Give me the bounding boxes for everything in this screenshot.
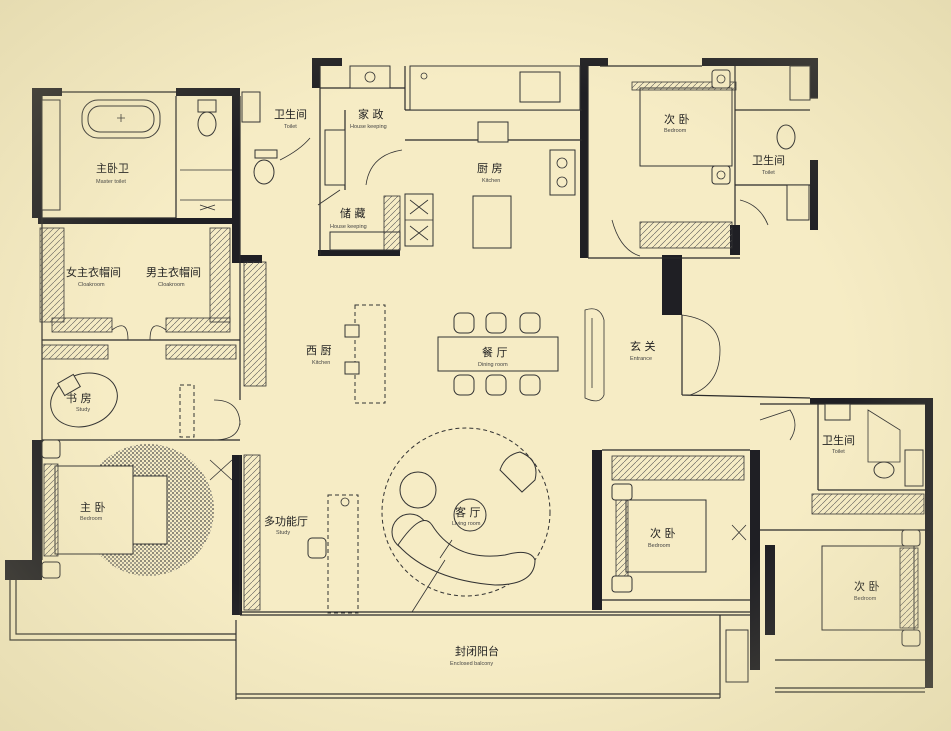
housekeeping-label: 家 政	[358, 107, 384, 121]
housekeeping-label-en: House keeping	[350, 124, 387, 130]
storage-label: 储 藏	[340, 206, 366, 220]
master-toilet-label: 主卧卫	[96, 162, 129, 175]
study-label-en: Study	[76, 407, 90, 413]
dining-label-en: Dining room	[478, 362, 508, 368]
cloakroom-fixtures	[39, 227, 237, 360]
multi-label: 多功能厅	[264, 514, 308, 528]
west-kitchen-label-en: Kitchen	[312, 360, 330, 366]
entrance-label: 玄 关	[630, 339, 656, 353]
toilet-a-label-en: Toilet	[284, 124, 297, 130]
entrance-fixtures	[584, 308, 721, 402]
master-toilet-fixtures	[41, 99, 232, 211]
master-bedroom-furniture	[41, 439, 233, 579]
entrance-label-en: Entrance	[630, 356, 652, 362]
cloak-m-label-en: Cloakroom	[158, 282, 185, 288]
toilet-ne-label-en: Toilet	[762, 170, 775, 176]
master-toilet-label-en: Master toilet	[96, 179, 126, 185]
west-kitchen-furniture	[243, 261, 386, 404]
toilet-a-fixtures	[241, 65, 391, 186]
bedroom-se-furniture	[725, 493, 925, 683]
exterior-walls	[5, 58, 933, 688]
bedroom-ne-furniture	[631, 65, 811, 249]
bedroom-s-label-en: Bedroom	[648, 543, 671, 549]
living-room-furniture	[381, 427, 551, 613]
dining-label: 餐 厅	[482, 345, 508, 359]
kitchen-label: 厨 房	[477, 162, 503, 175]
kitchen-label-en: Kitchen	[482, 178, 500, 184]
toilet-se-label-en: Toilet	[832, 449, 845, 455]
storage-label-en: House keeping	[330, 224, 367, 230]
toilet-se-label: 卫生间	[822, 433, 855, 447]
toilet-a-label: 卫生间	[274, 107, 307, 121]
bedroom-ne-label-en: Bedroom	[664, 128, 687, 134]
toilet-se-fixtures	[824, 403, 924, 487]
dining-table-set	[437, 312, 559, 396]
bedroom-ne-label: 次 卧	[664, 112, 690, 126]
storage-fixtures	[317, 189, 401, 251]
cloak-f-label: 女主衣帽间	[66, 265, 121, 279]
master-bed-label: 主 卧	[80, 501, 106, 514]
bedroom-se-label-en: Bedroom	[854, 596, 877, 602]
study-furniture	[50, 372, 195, 438]
balcony-label-en: Enclosed balcony	[450, 661, 493, 667]
living-label: 客 厅	[455, 505, 481, 519]
study-label: 书 房	[66, 392, 92, 405]
bedroom-se-label: 次 卧	[854, 579, 880, 593]
bedroom-s-label: 次 卧	[650, 526, 676, 540]
kitchen-fixtures	[365, 65, 581, 249]
multi-label-en: Study	[276, 530, 290, 536]
door-swings	[213, 199, 796, 441]
toilet-ne-label: 卫生间	[752, 153, 785, 167]
bedroom-s-furniture	[611, 455, 747, 593]
cloak-f-label-en: Cloakroom	[78, 282, 105, 288]
multi-function-furniture	[243, 454, 359, 614]
west-kitchen-label: 西 厨	[306, 344, 332, 357]
balcony-label: 封闭阳台	[455, 644, 499, 658]
living-label-en: Living room	[452, 521, 481, 527]
master-bed-label-en: Bedroom	[80, 516, 103, 522]
cloak-m-label: 男主衣帽间	[146, 265, 201, 279]
